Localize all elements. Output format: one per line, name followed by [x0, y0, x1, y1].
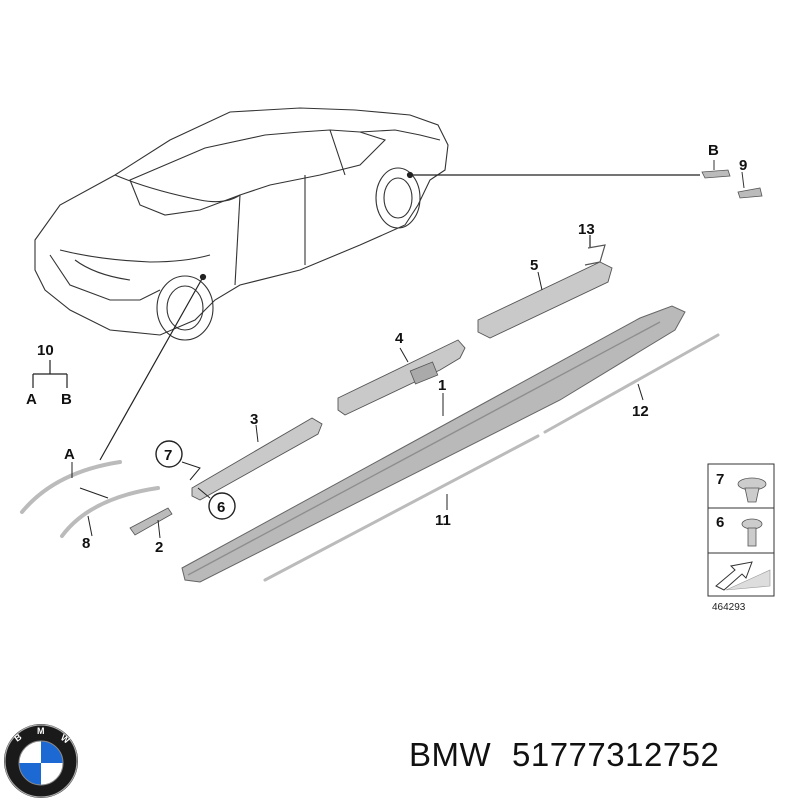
callout-10-a: A: [26, 391, 37, 408]
reference-number: 464293: [712, 602, 746, 613]
part-3-bracket: [191, 417, 323, 501]
fastener-legend: 7 6: [707, 463, 775, 597]
part-8-trim: [20, 460, 160, 538]
callout-10: 10: [37, 342, 54, 359]
bmw-logo: B M W: [4, 724, 78, 798]
caption-part-number: 51777312752: [512, 736, 720, 773]
callout-4: 4: [395, 330, 404, 347]
callout-9-b: B: [708, 142, 719, 159]
part-12-trim-strip: [263, 333, 720, 582]
callout-10-b: B: [61, 391, 72, 408]
callout-2: 2: [155, 539, 163, 556]
callout-6: 6: [217, 499, 225, 516]
part-13-clip: [584, 235, 606, 266]
part-4-bracket: [337, 339, 466, 416]
callout-8: 8: [82, 535, 90, 552]
callout-3: 3: [250, 411, 258, 428]
callout-5: 5: [530, 257, 538, 274]
callout-1: 1: [438, 377, 446, 394]
car-outline: [34, 107, 449, 341]
car-leaders: [99, 171, 700, 461]
part-2-clip: [129, 507, 173, 539]
part-9-pieces: [701, 160, 763, 199]
part-a-leaders: [71, 462, 109, 537]
callout-12: 12: [632, 403, 649, 420]
callout-6-circle: [208, 492, 236, 520]
callout-11: 11: [435, 512, 451, 529]
legend-item-6: 6: [716, 514, 724, 531]
callout-a: A: [64, 446, 75, 463]
callout-10-bracket: [32, 360, 68, 388]
part-5-bracket: [477, 261, 613, 339]
legend-item-7: 7: [716, 471, 724, 488]
callout-13: 13: [578, 221, 595, 238]
svg-text:M: M: [37, 726, 45, 736]
callout-7-circle: [155, 440, 183, 468]
callout-9: 9: [739, 157, 747, 174]
svg-text:B: B: [12, 731, 23, 743]
part-1-side-skirt: [181, 305, 686, 583]
callout-7: 7: [164, 447, 172, 464]
part-6-7-leaders: [181, 461, 211, 499]
caption-brand: BMW: [409, 736, 492, 773]
